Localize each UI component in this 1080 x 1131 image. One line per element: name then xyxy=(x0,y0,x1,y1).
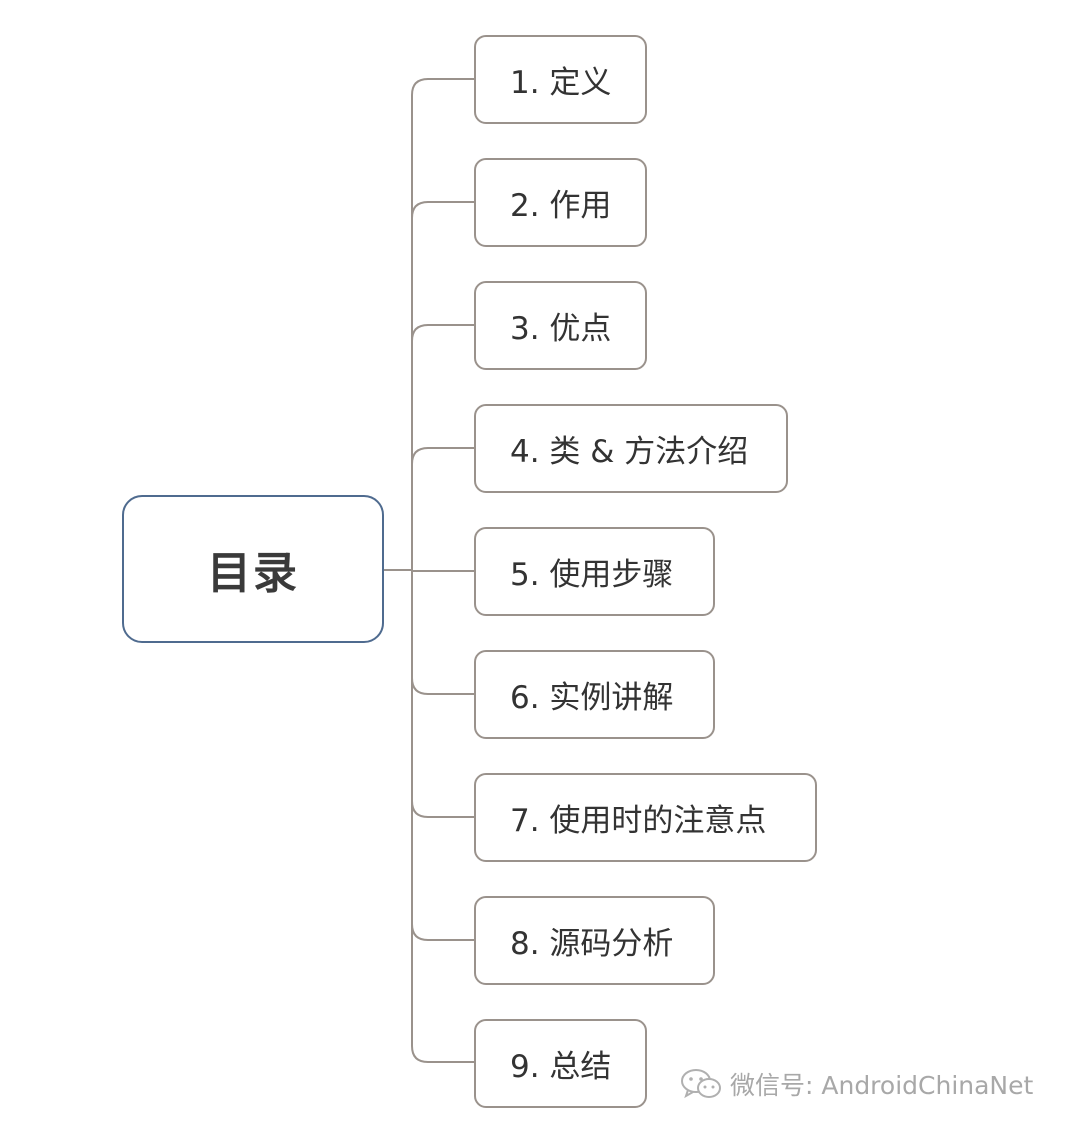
node-label: 8. 源码分析 xyxy=(510,926,674,962)
node-3: 3. 优点 xyxy=(474,281,647,370)
node-9: 9. 总结 xyxy=(474,1019,647,1108)
branch-7 xyxy=(411,800,474,818)
branch-3 xyxy=(411,324,474,342)
node-label: 1. 定义 xyxy=(510,65,612,101)
node-label: 7. 使用时的注意点 xyxy=(510,803,767,839)
node-label: 9. 总结 xyxy=(510,1049,612,1085)
branch-6 xyxy=(411,677,474,695)
branch-2 xyxy=(411,201,474,219)
node-label: 4. 类 & 方法介绍 xyxy=(510,434,749,470)
node-4: 4. 类 & 方法介绍 xyxy=(474,404,788,493)
node-6: 6. 实例讲解 xyxy=(474,650,715,739)
node-2: 2. 作用 xyxy=(474,158,647,247)
node-8: 8. 源码分析 xyxy=(474,896,715,985)
wechat-icon xyxy=(681,1069,721,1099)
node-label: 6. 实例讲解 xyxy=(510,680,674,716)
root-node: 目录 xyxy=(122,495,384,643)
node-label: 2. 作用 xyxy=(510,188,612,224)
watermark: 微信号: AndroidChinaNet xyxy=(680,1064,1033,1104)
node-label: 5. 使用步骤 xyxy=(510,557,674,593)
node-5: 5. 使用步骤 xyxy=(474,527,715,616)
branch-8 xyxy=(411,923,474,941)
root-node-label: 目录 xyxy=(207,548,299,599)
node-1: 1. 定义 xyxy=(474,35,647,124)
node-7: 7. 使用时的注意点 xyxy=(474,773,817,862)
node-label: 3. 优点 xyxy=(510,311,612,347)
watermark-text: 微信号: AndroidChinaNet xyxy=(730,1071,1034,1100)
branch-4 xyxy=(411,447,474,465)
